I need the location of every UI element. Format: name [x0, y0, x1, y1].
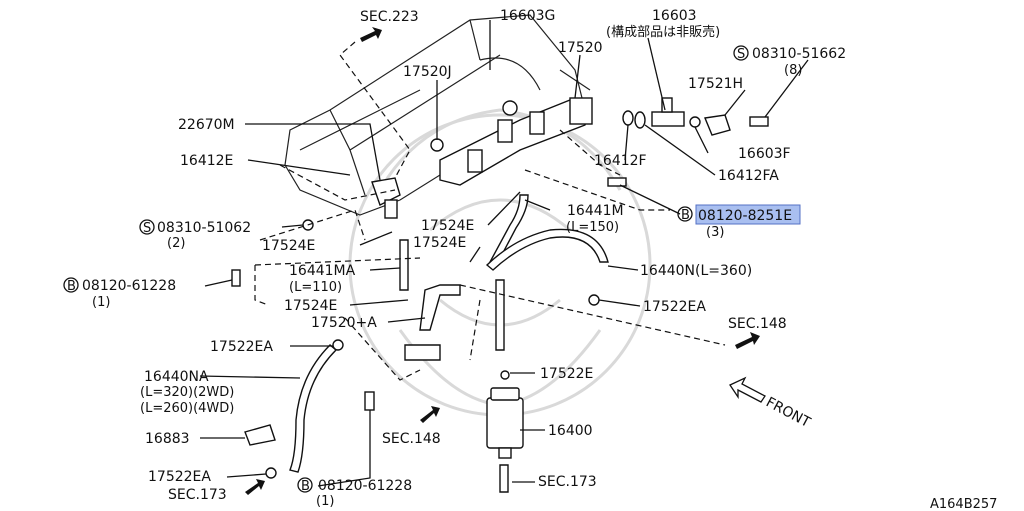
s-symbol-icon — [733, 45, 749, 61]
label-l260: (L=260)(4WD) — [140, 401, 234, 416]
label-l320: (L=320)(2WD) — [140, 385, 234, 400]
label-08120-61228-a[interactable]: 08120-61228 — [82, 278, 176, 294]
s-symbol-letter: S — [143, 221, 151, 236]
label-16441ma[interactable]: 16441MA — [289, 263, 356, 279]
leader-lines — [199, 20, 809, 487]
label-17520j[interactable]: 17520J — [403, 64, 452, 80]
label-17522ea-c[interactable]: 17522EA — [148, 469, 211, 485]
b-symbol-letter: B — [301, 479, 310, 494]
label-17524e-b[interactable]: 17524E — [262, 238, 315, 254]
label-17520-a[interactable]: 17520+A — [311, 315, 377, 331]
b-symbol-icon — [297, 477, 313, 493]
fuel-filter — [486, 370, 524, 459]
label-qty-3: (3) — [706, 225, 724, 240]
label-16603-note: (構成部品は非販売) — [606, 24, 720, 40]
fuel-injector-rail — [439, 97, 593, 186]
section-arrows — [245, 27, 760, 495]
label-16603g[interactable]: 16603G — [500, 8, 555, 24]
s-symbol-letter: S — [737, 47, 745, 62]
label-17522e[interactable]: 17522E — [540, 366, 593, 382]
label-16400[interactable]: 16400 — [548, 423, 593, 439]
label-sec148-a[interactable]: SEC.148 — [728, 316, 787, 332]
label-08120-8251e[interactable]: 08120-8251E — [698, 208, 792, 224]
label-08310-51662[interactable]: 08310-51662 — [752, 46, 846, 62]
label-22670m[interactable]: 22670M — [178, 117, 235, 133]
label-16440na[interactable]: 16440NA — [144, 369, 209, 385]
diagram-reference-code: A164B257 — [930, 497, 997, 511]
label-17524e-c[interactable]: 17524E — [413, 235, 466, 251]
label-sec148-b[interactable]: SEC.148 — [382, 431, 441, 447]
label-17521h[interactable]: 17521H — [688, 76, 743, 92]
label-qty-1-a: (1) — [92, 295, 110, 310]
label-qty-2: (2) — [167, 236, 185, 251]
fuel-damper-assembly — [622, 97, 769, 136]
label-16412f[interactable]: 16412F — [594, 153, 647, 169]
label-16412fa[interactable]: 16412FA — [718, 168, 779, 184]
label-16440n[interactable]: 16440N(L=360) — [640, 263, 752, 279]
s-symbol-icon — [139, 219, 155, 235]
label-16412e[interactable]: 16412E — [180, 153, 233, 169]
label-17520[interactable]: 17520 — [558, 40, 603, 56]
label-sec173-a[interactable]: SEC.173 — [168, 487, 227, 503]
label-l110: (L=110) — [289, 280, 342, 295]
section-boundary-lines — [254, 41, 726, 381]
label-16441m[interactable]: 16441M — [567, 203, 624, 219]
part-labels: SEC.223 16603G 16603 (構成部品は非販売) 17520 S … — [63, 8, 997, 511]
b-symbol-icon — [677, 206, 693, 222]
label-sec223[interactable]: SEC.223 — [360, 9, 419, 25]
pressure-regulator — [371, 177, 401, 219]
b-symbol-icon — [63, 277, 79, 293]
label-08120-61228-b[interactable]: 08120-61228 — [318, 478, 412, 494]
label-l150: (L=150) — [566, 220, 619, 235]
label-08310-51062[interactable]: 08310-51062 — [157, 220, 251, 236]
label-16603f[interactable]: 16603F — [738, 146, 791, 162]
highlight-box — [695, 204, 801, 225]
label-front: FRONT — [763, 394, 813, 431]
label-17524e-d[interactable]: 17524E — [284, 298, 337, 314]
label-16603[interactable]: 16603 — [652, 8, 697, 24]
bolts-and-clamps — [231, 138, 627, 479]
label-17524e-a[interactable]: 17524E — [421, 218, 474, 234]
label-16883[interactable]: 16883 — [145, 431, 190, 447]
label-17522ea-b[interactable]: 17522EA — [210, 339, 273, 355]
label-qty-1-b: (1) — [316, 494, 334, 509]
fuel-hoses — [289, 194, 609, 493]
label-sec173-b[interactable]: SEC.173 — [538, 474, 597, 490]
label-qty-8: (8) — [784, 63, 802, 78]
b-symbol-letter: B — [67, 279, 76, 294]
label-17522ea-a[interactable]: 17522EA — [643, 299, 706, 315]
b-symbol-letter: B — [681, 208, 690, 223]
front-direction-arrow — [729, 376, 766, 403]
